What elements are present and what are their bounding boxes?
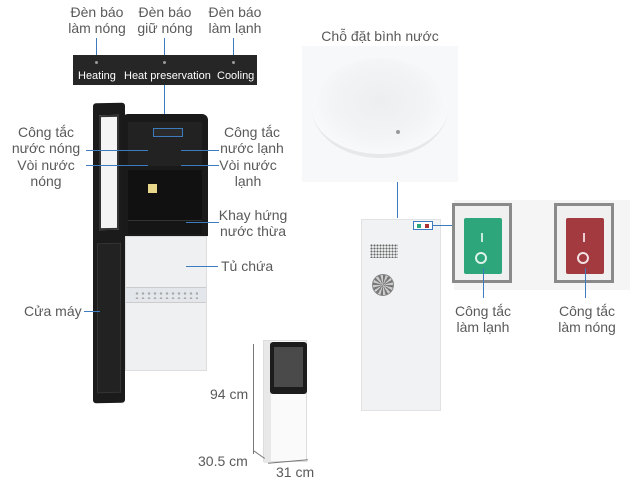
product-top-section (270, 342, 307, 394)
warning-sticker-icon (148, 184, 157, 193)
height-dimension-line (253, 344, 254, 454)
label-line: lạnh (234, 173, 262, 189)
width-label: 31 cm (276, 464, 315, 480)
height-label: 94 cm (210, 386, 249, 402)
label-line: làm nóng (558, 319, 616, 335)
cooling-switch-frame (452, 203, 512, 283)
door-lower-panel (97, 242, 121, 394)
label-line: làm lạnh (208, 20, 262, 36)
bottle-seat-label: Chỗ đặt bình nước (321, 28, 439, 44)
label-line: Đèn báo (208, 4, 262, 20)
product-mini-view (263, 340, 307, 463)
leader-line (84, 311, 100, 312)
preservation-light-icon (163, 61, 166, 64)
heating-indicator-label: Đèn báo làm nóng (62, 4, 132, 36)
switch-on-mark-icon (583, 233, 585, 242)
label-line: Công tắc (223, 124, 281, 140)
drip-tray (128, 220, 202, 234)
cooling-switch-label: Công tắc làm lạnh (446, 303, 520, 335)
rear-switch-callout (413, 221, 433, 230)
strip-cooling: Cooling (217, 70, 255, 82)
switch-on-mark-icon (481, 233, 483, 242)
indicator-display (153, 128, 183, 137)
fan-icon (372, 274, 394, 296)
product-side (264, 341, 271, 463)
heating-switch-frame (554, 203, 614, 283)
leader-line (181, 165, 219, 166)
cooling-switch-mini (417, 224, 421, 228)
leader-line (164, 38, 165, 60)
cold-water-tap-label: Vòi nước lạnh (216, 157, 280, 189)
label-line: Công tắc (558, 303, 616, 319)
leader-line (483, 268, 484, 298)
label-line: nước lạnh (220, 140, 284, 156)
dispenser-body (122, 114, 208, 236)
leader-line (233, 38, 234, 60)
label-line: Công tắc (454, 303, 512, 319)
label-line: Đèn báo (138, 4, 192, 20)
label-line: nóng (30, 173, 62, 189)
shelf-holes (134, 291, 198, 299)
vent-grille (370, 244, 398, 258)
heat-preservation-indicator-label: Đèn báo giữ nóng (130, 4, 200, 36)
leader-line (397, 182, 398, 218)
cabinet-shelf (126, 287, 206, 303)
hot-water-tap-label: Vòi nước nóng (10, 157, 82, 189)
depth-label: 30.5 cm (198, 453, 248, 469)
indicator-strip: Heating Heat preservation Cooling (73, 55, 257, 85)
label-line: Khay hứng (218, 207, 288, 223)
machine-door (93, 102, 125, 404)
bottle-seat-image (302, 46, 458, 182)
strip-heating: Heating (78, 70, 116, 82)
heating-light-icon (95, 61, 98, 64)
cooling-switch (464, 218, 502, 274)
label-line: giữ nóng (137, 20, 193, 36)
leader-line (86, 165, 148, 166)
leader-line (96, 38, 97, 60)
heating-switch-mini (425, 224, 429, 228)
cold-water-switch-label: Công tắc nước lạnh (218, 124, 286, 156)
cooling-indicator-label: Đèn báo làm lạnh (200, 4, 270, 36)
label-line: Vòi nước (219, 157, 277, 173)
heating-switch (566, 218, 604, 274)
label-line: làm lạnh (456, 319, 510, 335)
bottle-seat-bowl (312, 58, 448, 158)
leader-line (186, 222, 219, 223)
cooling-light-icon (232, 61, 235, 64)
door-label: Cửa máy (24, 303, 82, 319)
hot-water-switch-label: Công tắc nước nóng (10, 124, 82, 156)
leader-line (164, 85, 165, 125)
door-glass (99, 114, 119, 231)
leader-line (585, 268, 586, 298)
drip-tray-label: Khay hứng nước thừa (218, 207, 288, 239)
bottle-seat-hole (396, 130, 400, 134)
label-line: làm nóng (68, 20, 126, 36)
label-line: Công tắc (17, 124, 75, 140)
heating-switch-label: Công tắc làm nóng (550, 303, 624, 335)
leader-line (181, 150, 219, 151)
label-line: Vòi nước (17, 157, 75, 173)
product-glass-door (274, 347, 303, 387)
dispensing-area (128, 170, 202, 220)
storage-cabinet (125, 236, 207, 371)
leader-line (186, 266, 218, 267)
leader-line (86, 150, 148, 151)
machine-back (361, 219, 441, 411)
leader-line (433, 225, 455, 226)
switch-off-mark-icon (475, 252, 487, 264)
cabinet-label: Tủ chứa (221, 258, 274, 274)
control-panel (128, 122, 202, 166)
label-line: Đèn báo (70, 4, 124, 20)
switch-off-mark-icon (577, 252, 589, 264)
label-line: nước nóng (11, 140, 81, 156)
strip-heat-preservation: Heat preservation (124, 70, 211, 82)
label-line: nước thừa (219, 223, 287, 239)
